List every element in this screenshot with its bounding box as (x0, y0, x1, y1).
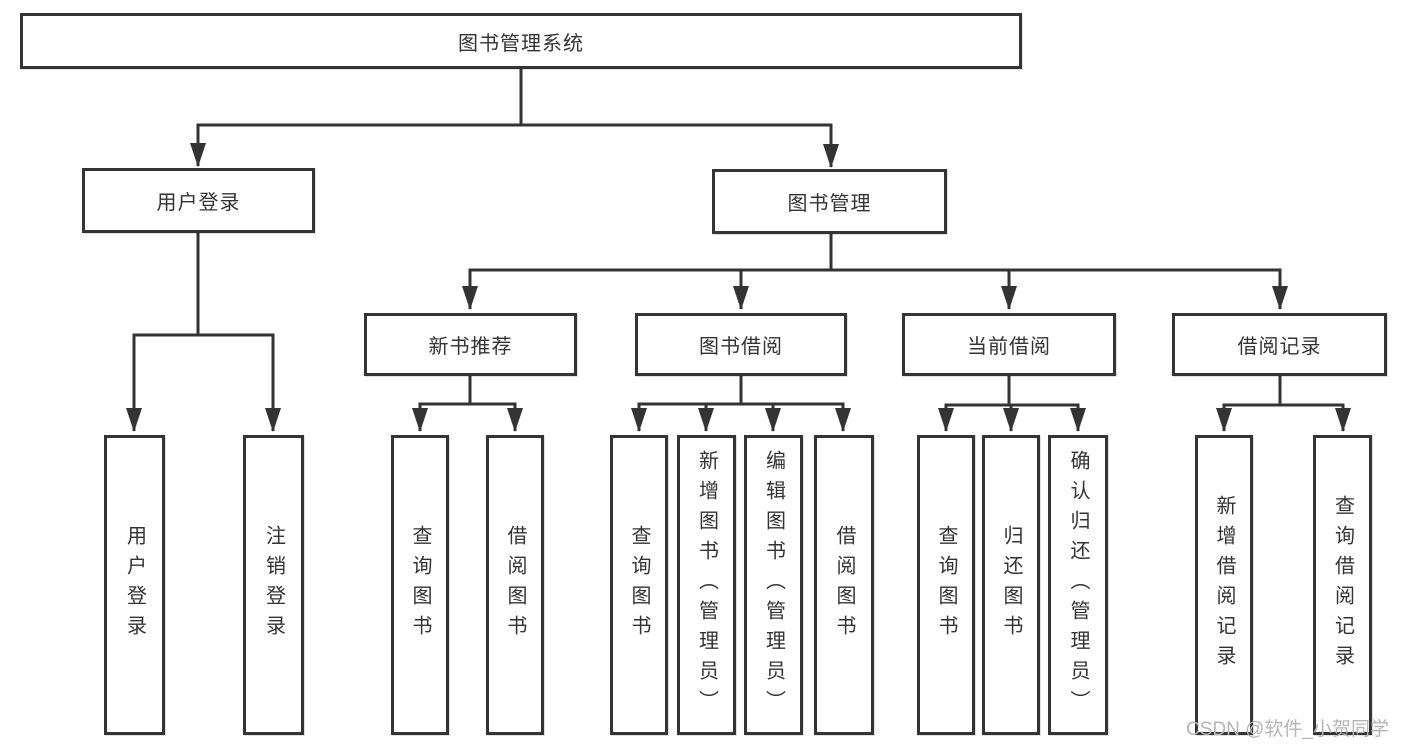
leaf-cb-query-books-label: 查询图书 (935, 525, 957, 645)
leaf-nbr-borrow-books: 借阅图书 (486, 435, 544, 735)
leaf-nbr-query-books-label: 查询图书 (409, 525, 431, 645)
leaf-bb-add-books-admin: 新增图书（管理员） (677, 435, 736, 735)
node-book-borrowing: 图书借阅 (635, 313, 847, 376)
csdn-watermark: CSDN @软件_小贺同学 (1186, 719, 1389, 740)
leaf-logout: 注销登录 (243, 435, 304, 735)
node-borrowing-records: 借阅记录 (1172, 313, 1387, 376)
node-root: 图书管理系统 (20, 13, 1022, 69)
leaf-nbr-query-books: 查询图书 (391, 435, 449, 735)
leaf-br-add-record-label: 新增借阅记录 (1213, 495, 1235, 675)
leaf-cb-query-books: 查询图书 (917, 435, 975, 735)
leaf-bb-query-books-label: 查询图书 (628, 525, 650, 645)
leaf-br-query-record-label: 查询借阅记录 (1331, 495, 1354, 675)
node-book-management: 图书管理 (712, 169, 947, 234)
node-new-book-recommend-label: 新书推荐 (428, 336, 513, 358)
node-book-borrowing-label: 图书借阅 (699, 336, 783, 358)
node-user-login-label: 用户登录 (156, 192, 241, 214)
leaf-bb-edit-books-admin-label: 编辑图书（管理员） (762, 450, 785, 720)
leaf-cb-confirm-return-admin: 确认归还（管理员） (1048, 435, 1108, 735)
leaf-user-login-label: 用户登录 (123, 525, 146, 645)
leaf-bb-borrow-books: 借阅图书 (814, 435, 874, 735)
leaf-cb-return-books-label: 归还图书 (1000, 525, 1022, 645)
leaf-bb-borrow-books-label: 借阅图书 (833, 525, 855, 645)
leaf-cb-return-books: 归还图书 (982, 435, 1040, 735)
leaf-user-login: 用户登录 (104, 435, 165, 735)
node-user-login: 用户登录 (82, 168, 315, 233)
node-current-borrowing-label: 当前借阅 (967, 336, 1051, 358)
leaf-cb-confirm-return-admin-label: 确认归还（管理员） (1067, 450, 1089, 720)
node-new-book-recommend: 新书推荐 (364, 313, 577, 376)
leaf-bb-query-books: 查询图书 (610, 435, 668, 735)
node-current-borrowing: 当前借阅 (902, 313, 1116, 376)
leaf-nbr-borrow-books-label: 借阅图书 (504, 525, 526, 645)
node-borrowing-records-label: 借阅记录 (1237, 336, 1322, 358)
leaf-br-add-record: 新增借阅记录 (1195, 435, 1253, 735)
node-root-label: 图书管理系统 (458, 32, 584, 55)
leaf-logout-label: 注销登录 (262, 525, 285, 645)
leaf-bb-edit-books-admin: 编辑图书（管理员） (744, 435, 803, 735)
leaf-br-query-record: 查询借阅记录 (1313, 435, 1372, 735)
node-book-management-label: 图书管理 (787, 193, 872, 215)
leaf-bb-add-books-admin-label: 新增图书（管理员） (695, 450, 718, 720)
